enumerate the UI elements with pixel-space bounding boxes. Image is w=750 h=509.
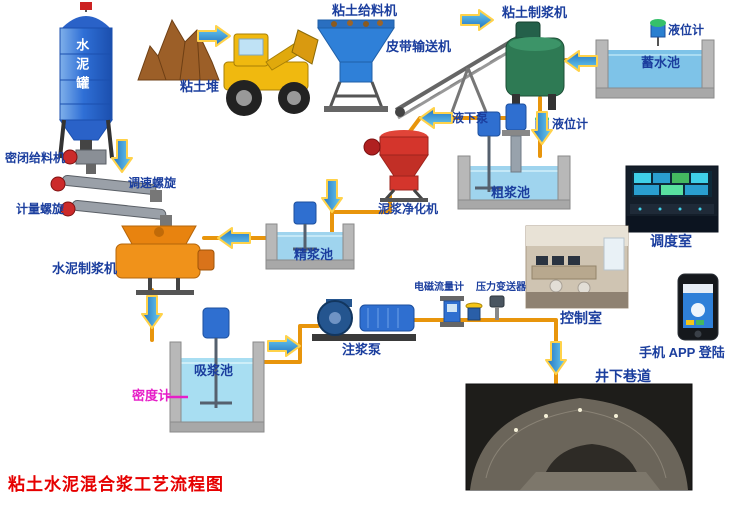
label-level-gauge-coarse: 液位计 (552, 117, 589, 131)
sealed-feeder-machine (62, 149, 107, 174)
flow-arrow-purifier-finepool (321, 179, 343, 213)
flow-arrow-silo-down (111, 139, 133, 173)
mobile-phone-photo (677, 273, 719, 341)
wheel-loader (223, 29, 319, 116)
control-room-photo (525, 225, 629, 309)
label-submerged-pump: 液下泵 (452, 111, 489, 125)
pipe-suctionpool-pump (258, 324, 320, 364)
flow-arrow-conveyor-claymachine (460, 9, 494, 31)
flow-arrow-water-claymachine (564, 50, 598, 72)
clay-slurry-machine-body (505, 21, 565, 110)
label-speed-screw: 调速螺旋 (128, 176, 177, 190)
label-coarse-pool: 粗浆池 (491, 185, 531, 200)
clay-pile-mound (137, 18, 220, 81)
page-title: 粘土水泥混合浆工艺流程图 (8, 475, 224, 494)
label-water-pool: 蓄水池 (641, 55, 681, 70)
valve-device (465, 302, 483, 321)
label-density-meter: 密度计 (132, 388, 172, 403)
flow-arrow-pipe-tunnel (545, 341, 567, 375)
flow-arrow-finepool-cementmachine (217, 227, 251, 249)
fine-pool-mixer (293, 201, 317, 252)
fine-pool-tank (265, 223, 355, 270)
label-dispatch-room: 调度室 (650, 233, 692, 249)
label-clay-pile: 粘土堆 (180, 79, 220, 94)
label-mud-purifier: 泥浆净化机 (378, 202, 439, 216)
dispatch-room-photo (625, 165, 719, 233)
label-flowmeter: 电磁流量计 (414, 282, 464, 293)
metering-screw-machine (60, 200, 172, 227)
flow-arrow-pump-purifier (419, 107, 453, 129)
flow-arrow-cementmachine-suctionpool (141, 295, 163, 329)
speed-screw-machine (50, 175, 162, 202)
label-mobile-app: 手机 APP 登陆 (639, 345, 725, 360)
clay-feeder-machine (317, 19, 395, 112)
label-clay-slurry-machine: 粘土制浆机 (502, 5, 568, 20)
flow-arrow-suctionpool-pump (267, 335, 301, 357)
label-sealed-feeder: 密闭给料机 (5, 151, 66, 165)
label-metering-screw: 计量螺旋 (16, 202, 65, 216)
label-grouting-pump: 注浆泵 (342, 342, 382, 357)
label-belt-conveyor: 皮带输送机 (386, 39, 452, 54)
submerged-pump-device (502, 103, 530, 173)
label-fine-pool: 精浆池 (294, 247, 334, 262)
cement-slurry-machine-body (115, 225, 215, 295)
label-control-room: 控制室 (560, 310, 602, 326)
water-pool-tank (595, 39, 715, 99)
pressure-transmitter-device (489, 295, 505, 320)
label-cement-slurry-machine: 水泥制浆机 (52, 261, 118, 276)
cement-tank-silo (58, 2, 114, 159)
label-pressure-transmitter: 压力变送器 (476, 282, 526, 293)
pipe-pump-tunnel (412, 318, 558, 390)
suction-pool-mixer (200, 307, 232, 408)
label-cement-tank: 水泥罐 (74, 38, 90, 95)
label-clay-feeder: 粘土给料机 (332, 3, 398, 18)
grouting-pump-device (312, 299, 416, 341)
mud-purifier-machine (363, 130, 429, 202)
level-gauge-water-device (650, 19, 666, 46)
flowmeter-device (440, 296, 464, 327)
label-tunnel: 井下巷道 (595, 368, 651, 384)
coarse-pool-mixer (475, 111, 503, 192)
pipe-purifier-finepool (330, 194, 392, 234)
label-level-gauge-water: 液位计 (668, 23, 705, 37)
tunnel-photo (465, 383, 693, 491)
flow-arrow-claymachine-coarsepool (531, 111, 553, 145)
label-suction-pool: 吸浆池 (194, 363, 234, 378)
